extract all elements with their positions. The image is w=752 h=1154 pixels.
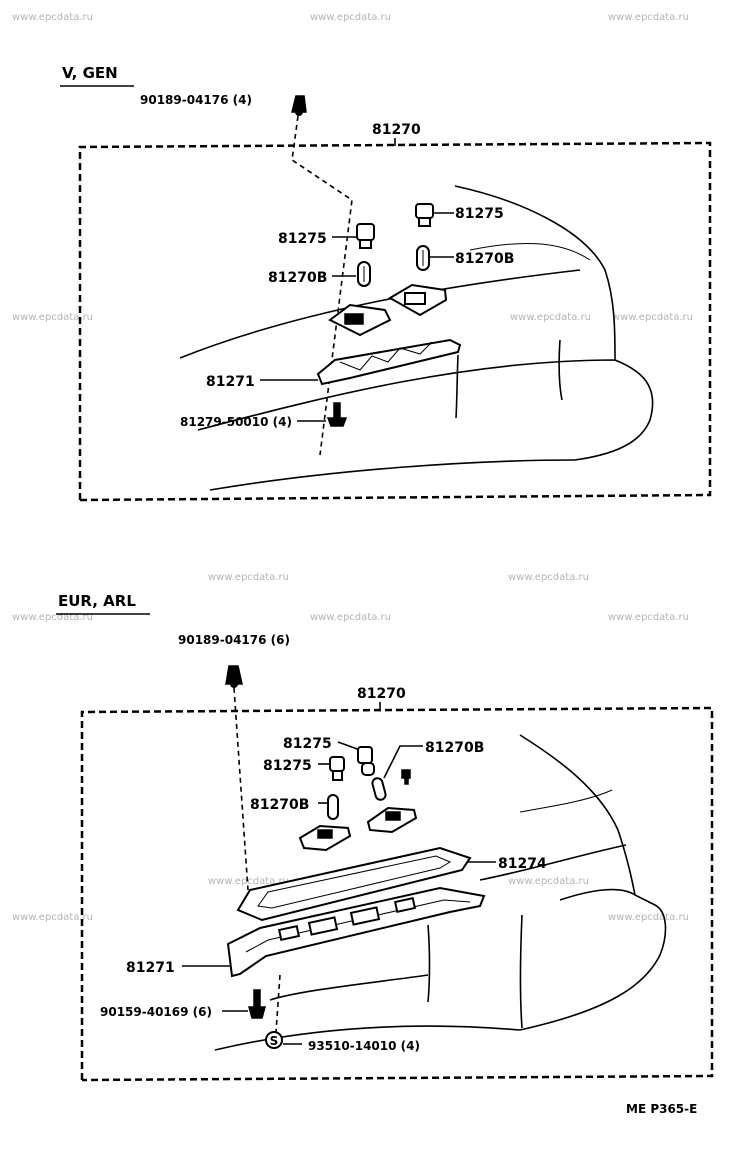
- watermark: www.epcdata.ru: [508, 876, 589, 887]
- watermark: www.epcdata.ru: [12, 312, 93, 323]
- body-roof-line: [519, 734, 636, 896]
- bulb-right-part: [371, 777, 387, 801]
- clip-dashed-leader: [233, 687, 249, 891]
- body-line: [269, 974, 429, 1001]
- assembly-label: 81270: [357, 686, 406, 702]
- watermarks: www.epcdata.ru www.epcdata.ru www.epcdat…: [12, 12, 693, 923]
- screw-part: [326, 402, 348, 427]
- socket-1-part: [357, 746, 375, 776]
- housing-label: 81271: [126, 960, 175, 976]
- bulb-left-part: [357, 261, 371, 287]
- clip-label: 90189-04176 (6): [178, 633, 290, 647]
- housing-label: 81271: [206, 374, 255, 390]
- body-line: [519, 789, 613, 813]
- bumper-outline: [519, 888, 667, 1031]
- lamp-lens-right: [388, 283, 448, 317]
- body-line: [479, 844, 627, 881]
- bulb-left-part: [327, 794, 339, 820]
- small-screw-part: [401, 769, 411, 785]
- nut-label: 93510-14010 (4): [308, 1039, 420, 1053]
- screw-label: 90159-40169 (6): [100, 1005, 212, 1019]
- watermark: www.epcdata.ru: [612, 312, 693, 323]
- housing-part: [316, 338, 462, 386]
- lens-part: [236, 846, 472, 922]
- body-line: [519, 914, 523, 1029]
- watermark: www.epcdata.ru: [12, 912, 93, 923]
- bulb-right-label: 81270B: [455, 251, 514, 267]
- body-roof-line: [454, 185, 616, 361]
- bulb-right-label: 81270B: [425, 740, 484, 756]
- socket-right-label: 81275: [455, 206, 504, 222]
- watermark: www.epcdata.ru: [12, 612, 93, 623]
- section-eur-arl: EUR, ARL 81270 90189-04176 (6) 81275 812…: [56, 592, 714, 1082]
- screw-part: [248, 989, 266, 1019]
- bulb-right-part: [416, 245, 430, 271]
- bulb-left-label: 81270B: [268, 270, 327, 286]
- socket-right-part: [415, 203, 434, 227]
- body-line: [469, 242, 591, 261]
- watermark: www.epcdata.ru: [310, 12, 391, 23]
- watermark: www.epcdata.ru: [208, 876, 289, 887]
- leader: [383, 745, 423, 779]
- socket-left-part: [356, 223, 375, 249]
- lamp-lens-left: [298, 824, 352, 852]
- body-line: [455, 354, 459, 419]
- body-line: [427, 924, 431, 1003]
- lamp-lens-left: [328, 303, 392, 337]
- assembly-frame: [80, 706, 714, 1082]
- watermark: www.epcdata.ru: [608, 912, 689, 923]
- socket-1-label: 81275: [283, 736, 332, 752]
- body-line: [179, 269, 581, 359]
- socket-left-label: 81275: [278, 231, 327, 247]
- watermark: www.epcdata.ru: [508, 572, 589, 583]
- page-code: ME P365-E: [626, 1102, 697, 1116]
- clip-label: 90189-04176 (4): [140, 93, 252, 107]
- bumper-lower: [209, 459, 576, 491]
- screw-label: 81279-50010 (4): [180, 415, 292, 429]
- watermark: www.epcdata.ru: [12, 12, 93, 23]
- assembly-label: 81270: [372, 122, 421, 138]
- section-title: V, GEN: [62, 64, 118, 82]
- watermark: www.epcdata.ru: [608, 12, 689, 23]
- socket-2-label: 81275: [263, 758, 312, 774]
- housing-part: [226, 886, 486, 1033]
- watermark: www.epcdata.ru: [310, 612, 391, 623]
- lens-label: 81274: [498, 856, 547, 872]
- socket-2-part: [329, 756, 345, 781]
- clip-part: [225, 665, 243, 688]
- nut-part: S: [265, 1031, 283, 1049]
- bulb-left-label: 81270B: [250, 797, 309, 813]
- clip-dashed-leader: [291, 115, 353, 456]
- watermark: www.epcdata.ru: [208, 572, 289, 583]
- clip-part: [291, 95, 307, 116]
- section-title: EUR, ARL: [58, 592, 136, 610]
- bumper-lower: [214, 1025, 521, 1051]
- watermark: www.epcdata.ru: [608, 612, 689, 623]
- section-v-gen: V, GEN 81270 90189-04176 (4) 81275 81275: [60, 64, 712, 502]
- nut-symbol: S: [270, 1034, 279, 1048]
- assembly-frame: [78, 141, 712, 502]
- watermark: www.epcdata.ru: [510, 312, 591, 323]
- leader: [337, 741, 361, 751]
- lamp-lens-right: [366, 806, 418, 834]
- body-line: [558, 339, 563, 401]
- bumper-upper: [197, 359, 654, 461]
